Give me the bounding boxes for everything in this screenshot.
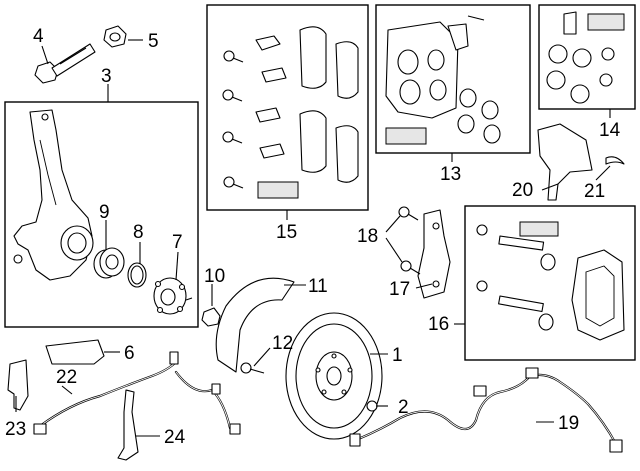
callout-18: 18 — [357, 226, 378, 247]
leader-lines — [15, 39, 611, 437]
carrier-kit-part-16 — [476, 221, 625, 341]
callout-13: 13 — [440, 164, 461, 185]
callout-17: 17 — [389, 279, 410, 300]
callout-1: 1 — [392, 345, 403, 366]
callout-16: 16 — [428, 314, 449, 335]
brake-caliper — [385, 15, 485, 119]
bracket-part-17 — [417, 209, 451, 299]
callout-20: 20 — [512, 180, 533, 201]
sensor-harness-part-22 — [33, 351, 241, 435]
box-carrier-group — [464, 205, 636, 361]
wheel-hub-part-7 — [153, 277, 193, 315]
callout-5: 5 — [148, 31, 159, 52]
sensor-wire-part-19 — [349, 367, 623, 453]
callout-4: 4 — [33, 26, 44, 47]
bracket-part-6 — [45, 339, 105, 365]
wear-sensor-pad-15 — [257, 181, 299, 199]
steering-knuckle — [13, 109, 94, 281]
callout-6: 6 — [124, 343, 135, 364]
hub-bearing-part-9 — [93, 247, 125, 279]
callout-8: 8 — [133, 222, 144, 243]
callout-14: 14 — [599, 120, 621, 141]
box-caliper-seal-kit — [538, 4, 636, 110]
bracket-part-24 — [117, 389, 139, 461]
callout-22: 22 — [56, 367, 77, 388]
nut-part-5 — [103, 25, 127, 48]
caliper-seals — [457, 88, 501, 144]
callout-21: 21 — [584, 181, 605, 202]
callout-15: 15 — [276, 222, 297, 243]
pad-clips — [255, 35, 287, 159]
bracket-part-23 — [7, 359, 29, 411]
pad-bolts — [222, 50, 244, 189]
callout-12: 12 — [272, 333, 293, 354]
callout-11: 11 — [308, 276, 328, 297]
callout-24: 24 — [164, 427, 186, 448]
screw-part-12 — [240, 362, 265, 374]
callout-2: 2 — [398, 397, 409, 418]
bolts-part-18 — [398, 206, 421, 275]
callout-9: 9 — [99, 202, 110, 223]
callout-19: 19 — [558, 413, 579, 434]
clip-part-21 — [605, 156, 625, 165]
snap-ring-part-8 — [127, 262, 147, 288]
callout-7: 7 — [172, 232, 183, 253]
screw-part-2 — [366, 400, 388, 412]
caliper-pad-13 — [385, 127, 427, 145]
seal-kit-part-14 — [546, 11, 625, 104]
callout-3: 3 — [101, 66, 112, 87]
brake-pads — [299, 26, 359, 183]
bolt-part-4 — [34, 43, 96, 84]
dust-shield-part-11 — [215, 277, 295, 373]
callout-labels: 4 5 3 9 8 7 10 11 12 6 1 2 15 13 14 20 2… — [5, 26, 621, 448]
brake-rotor-part-1 — [285, 312, 383, 440]
callout-10: 10 — [204, 266, 225, 287]
nut-part-10 — [201, 307, 221, 327]
box-caliper-group — [375, 4, 531, 154]
callout-23: 23 — [5, 419, 26, 440]
box-knuckle-hub-group — [4, 101, 199, 328]
